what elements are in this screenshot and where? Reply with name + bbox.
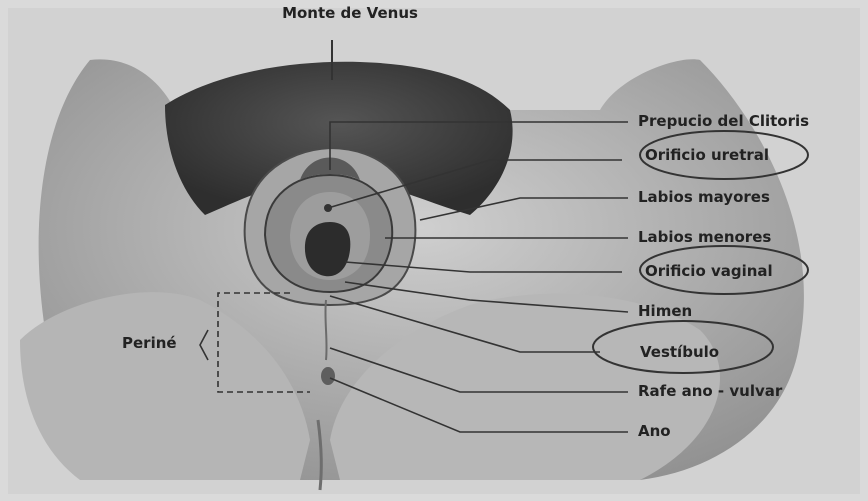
label-rafe-ano-vulvar: Rafe ano - vulvar [638, 382, 783, 400]
label-orificio-uretral: Orificio uretral [645, 146, 769, 164]
label-labios-menores: Labios menores [638, 228, 771, 246]
label-labios-mayores: Labios mayores [638, 188, 770, 206]
label-perine: Periné [122, 334, 177, 352]
label-vestibulo: Vestíbulo [640, 343, 719, 361]
raphe [325, 300, 326, 360]
label-monte-de-venus: Monte de Venus [282, 4, 418, 22]
label-prepucio-del-clitoris: Prepucio del Clitoris [638, 112, 809, 130]
anus [321, 367, 335, 385]
label-orificio-vaginal: Orificio vaginal [645, 262, 773, 280]
vaginal-orifice [305, 222, 350, 276]
label-ano: Ano [638, 422, 671, 440]
label-himen: Himen [638, 302, 692, 320]
